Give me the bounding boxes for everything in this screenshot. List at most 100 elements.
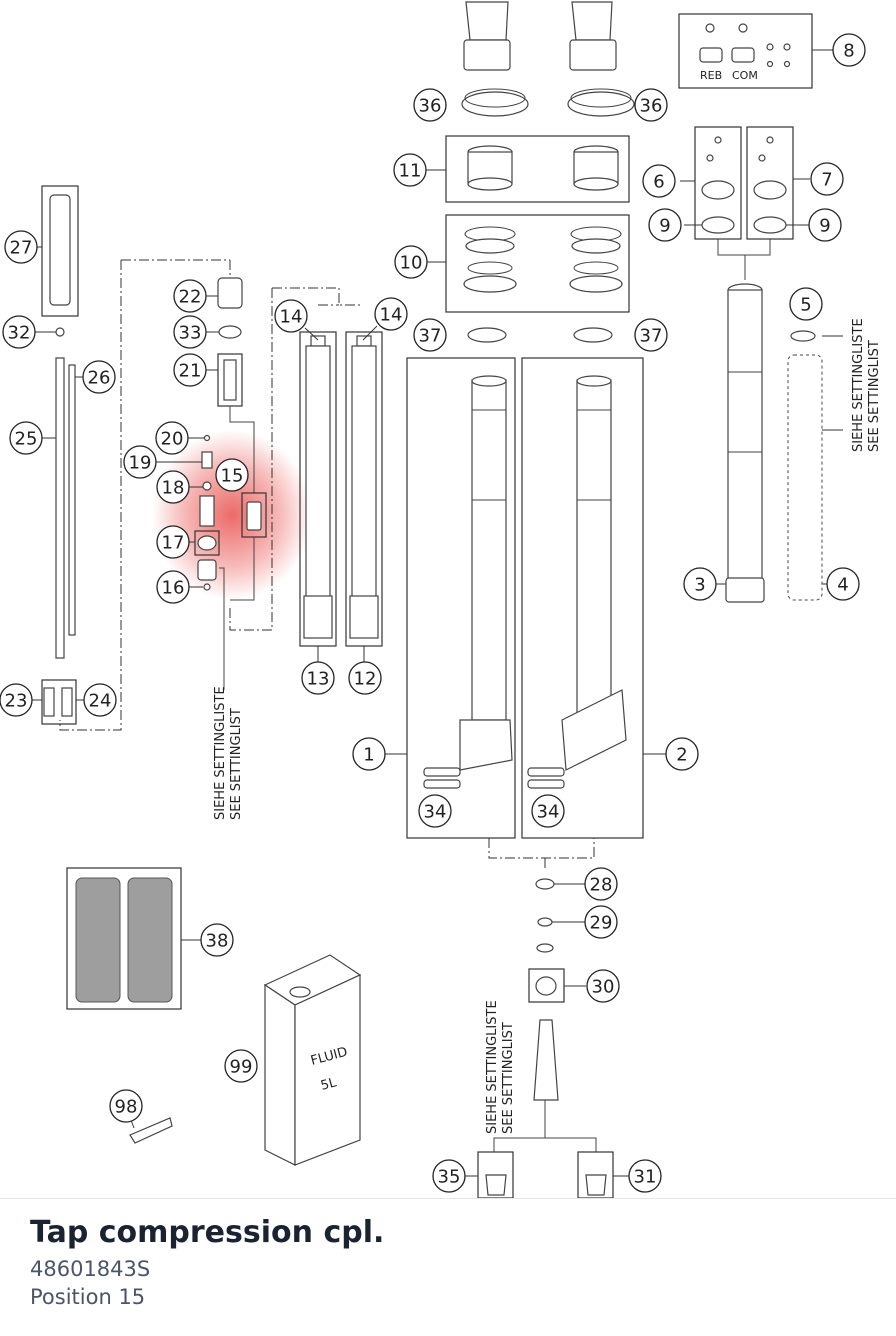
part-name: Tap compression cpl. <box>30 1215 385 1250</box>
outer-tube-right <box>527 375 627 789</box>
callout-14[interactable]: 14 <box>274 299 308 333</box>
callout-label: 12 <box>354 669 377 690</box>
com-label: COM <box>732 69 758 82</box>
callout-27[interactable]: 27 <box>4 230 38 264</box>
callout-15[interactable]: 15 <box>215 458 249 492</box>
part-19 <box>201 451 213 469</box>
callout-10[interactable]: 10 <box>394 245 428 279</box>
callout-label: 32 <box>8 323 31 344</box>
callout-label: 7 <box>821 170 832 191</box>
callout-1[interactable]: 1 <box>352 737 386 771</box>
callout-21[interactable]: 21 <box>173 353 207 387</box>
callout-label: 14 <box>280 307 303 328</box>
callout-12[interactable]: 12 <box>348 661 382 695</box>
callout-37[interactable]: 37 <box>413 318 447 352</box>
callout-11[interactable]: 11 <box>393 153 427 187</box>
callout-16[interactable]: 16 <box>156 570 190 604</box>
reb-label: REB <box>700 69 722 82</box>
callout-36[interactable]: 36 <box>634 88 668 122</box>
shim-stack <box>533 1019 559 1101</box>
callout-label: 37 <box>640 326 663 347</box>
ring-37-right <box>573 327 613 343</box>
fluid-volume-label: 5L <box>319 1075 339 1094</box>
callout-label: 24 <box>89 691 112 712</box>
part-21 <box>223 359 237 401</box>
callout-6[interactable]: 6 <box>642 164 676 198</box>
callout-24[interactable]: 24 <box>83 683 117 717</box>
callout-29[interactable]: 29 <box>584 905 618 939</box>
callout-4[interactable]: 4 <box>826 567 860 601</box>
rod-25 <box>55 357 65 659</box>
callout-98[interactable]: 98 <box>109 1089 143 1123</box>
callout-23[interactable]: 23 <box>0 683 33 717</box>
part-number: 48601843S <box>30 1257 151 1281</box>
bushings-pair <box>467 145 619 191</box>
callout-label: 99 <box>230 1057 253 1078</box>
callout-9[interactable]: 9 <box>648 208 682 242</box>
callout-31[interactable]: 31 <box>628 1159 662 1193</box>
callout-32[interactable]: 32 <box>2 315 36 349</box>
callout-label: 27 <box>10 238 33 259</box>
part-24 <box>61 687 73 717</box>
callout-9[interactable]: 9 <box>808 208 842 242</box>
settinglist-note-spring: SIEHE SETTINGLISTE SEE SETTINGLIST <box>851 318 882 452</box>
callout-label: 2 <box>676 745 687 766</box>
callout-label: 35 <box>438 1167 461 1188</box>
part-23 <box>43 687 55 717</box>
rod-26 <box>68 364 76 636</box>
callout-label: 36 <box>640 96 663 117</box>
callout-3[interactable]: 3 <box>683 567 717 601</box>
callout-7[interactable]: 7 <box>810 162 844 196</box>
part-31 <box>585 1174 607 1196</box>
fork-cap-right <box>567 1 635 117</box>
callout-label: 33 <box>179 323 202 344</box>
callout-label: 31 <box>634 1167 657 1188</box>
callout-38[interactable]: 38 <box>200 923 234 957</box>
svg-text:SEE SETTINGLIST: SEE SETTINGLIST <box>229 708 244 820</box>
callout-28[interactable]: 28 <box>584 867 618 901</box>
callout-25[interactable]: 25 <box>9 421 43 455</box>
callout-label: 9 <box>819 216 830 237</box>
callout-label: 14 <box>380 305 403 326</box>
part-16 <box>197 559 217 581</box>
oring-33 <box>218 325 242 339</box>
callout-label: 34 <box>537 802 560 823</box>
callout-33[interactable]: 33 <box>173 315 207 349</box>
callout-8[interactable]: 8 <box>832 33 866 67</box>
oring-32 <box>55 327 65 337</box>
callout-22[interactable]: 22 <box>173 279 207 313</box>
callout-2[interactable]: 2 <box>665 737 699 771</box>
callout-37[interactable]: 37 <box>634 318 668 352</box>
cartridge-tube-3 <box>725 283 765 603</box>
tool-27 <box>49 194 71 306</box>
callout-label: 20 <box>161 429 184 450</box>
callout-26[interactable]: 26 <box>82 360 116 394</box>
grease-tube-98 <box>129 1117 173 1144</box>
callout-34[interactable]: 34 <box>531 794 565 828</box>
fluid-can-99 <box>263 954 362 1166</box>
callout-17[interactable]: 17 <box>156 525 190 559</box>
callout-label: 38 <box>206 931 229 952</box>
callout-label: 18 <box>162 478 185 499</box>
inner-tube-13 <box>303 335 333 639</box>
svg-text:SIEHE SETTINGLISTE: SIEHE SETTINGLISTE <box>851 318 866 452</box>
part-30 <box>535 976 557 996</box>
callout-14[interactable]: 14 <box>374 297 408 331</box>
part-17 <box>197 535 217 551</box>
callout-label: 25 <box>15 429 38 450</box>
callout-30[interactable]: 30 <box>586 969 620 1003</box>
callout-20[interactable]: 20 <box>155 421 189 455</box>
callout-18[interactable]: 18 <box>156 470 190 504</box>
decal-left <box>75 877 121 1003</box>
callout-13[interactable]: 13 <box>301 661 335 695</box>
callout-99[interactable]: 99 <box>224 1049 258 1083</box>
callout-34[interactable]: 34 <box>418 794 452 828</box>
callout-36[interactable]: 36 <box>413 88 447 122</box>
callout-5[interactable]: 5 <box>789 287 823 321</box>
tap-compression-15[interactable] <box>246 501 262 531</box>
callout-35[interactable]: 35 <box>432 1159 466 1193</box>
svg-text:SEE SETTINGLIST: SEE SETTINGLIST <box>501 1022 516 1134</box>
outer-tube-left <box>423 375 513 789</box>
callout-label: 5 <box>800 295 811 316</box>
callout-19[interactable]: 19 <box>123 445 157 479</box>
